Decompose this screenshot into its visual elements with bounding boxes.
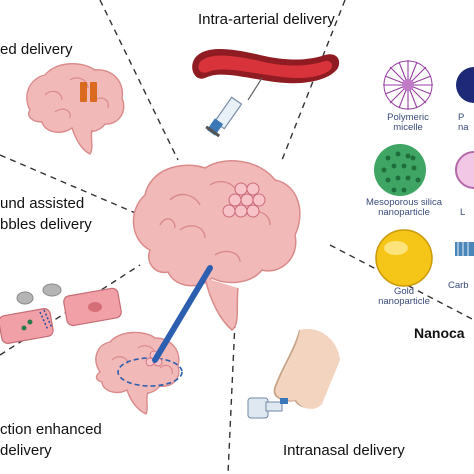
label-carb-cut: Carb: [448, 281, 469, 291]
label-nanocarriers: Nanoca: [414, 325, 465, 341]
label-l-cut: L: [460, 207, 466, 218]
label-focused-delivery: ed delivery: [0, 41, 73, 58]
label-convection-line2: delivery: [0, 442, 52, 459]
label-ultrasound-line2: bbles delivery: [0, 216, 92, 233]
nanocarriers-illustrations: [374, 60, 474, 287]
mesoporous-silica-icon: [374, 144, 426, 196]
label-intranasal: Intranasal delivery: [283, 442, 405, 459]
center-nanoparticles: [222, 182, 266, 218]
carbon-nanotube-icon: [455, 242, 474, 256]
polymeric-micelle-icon: [383, 60, 433, 110]
microbubbles-illustration: [0, 283, 122, 344]
label-intra-arterial: Intra-arterial delivery: [198, 11, 335, 28]
convection-brain: [95, 265, 213, 415]
label-ultrasound-line1: und assisted: [0, 195, 85, 212]
syringe-icon: [205, 77, 263, 138]
artery-illustration: [192, 49, 340, 138]
catheter-icon: [152, 265, 213, 363]
nasal-spray-icon: [247, 397, 288, 419]
intranasal-illustration: [247, 329, 340, 419]
label-convection-line1: ction enhanced: [0, 421, 102, 438]
gold-nanoparticle-icon: [375, 229, 433, 287]
center-brain: [132, 160, 301, 331]
focused-brain: [26, 63, 125, 155]
